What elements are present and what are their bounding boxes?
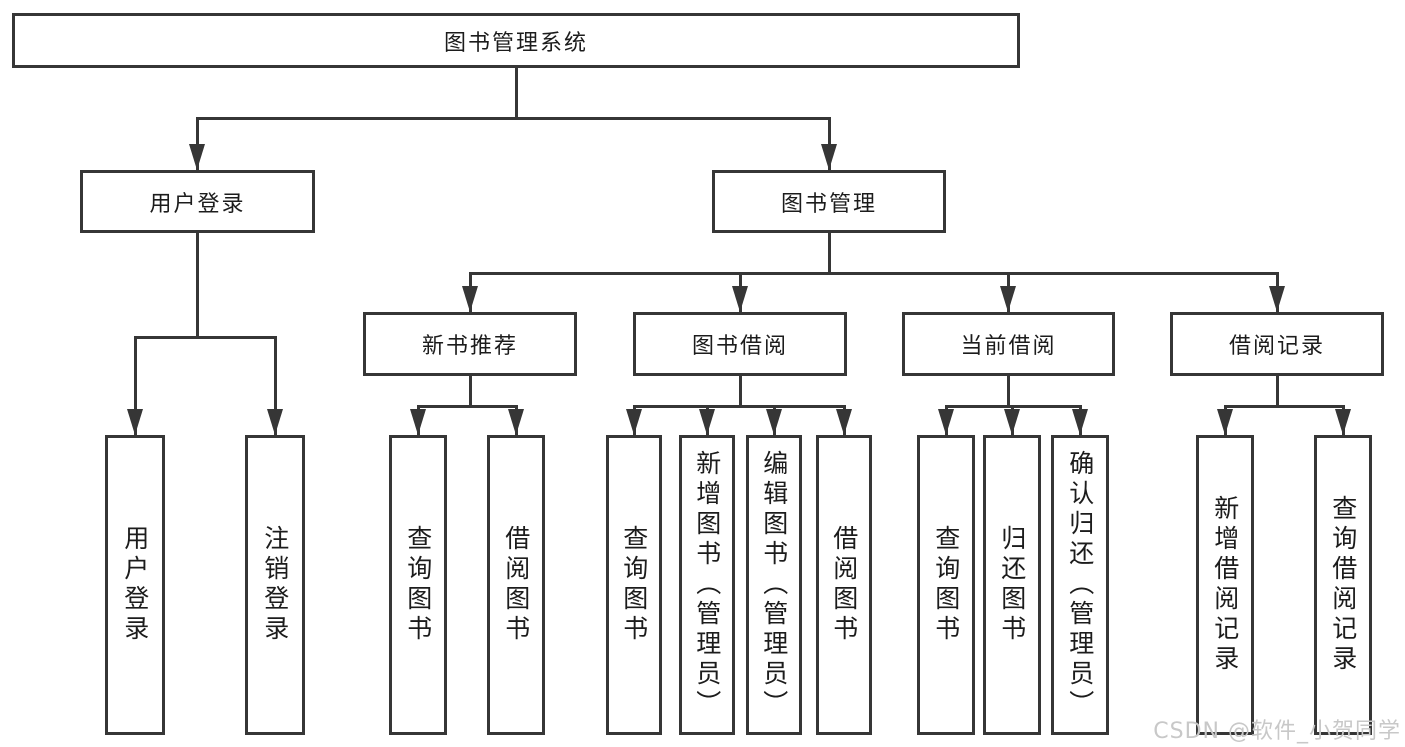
- connector-vline: [1007, 376, 1010, 406]
- leaf-borrow-books: 借阅图书: [816, 435, 872, 735]
- connector-hline: [633, 405, 846, 408]
- arrowhead-down-icon: [699, 409, 715, 435]
- arrowhead-down-icon: [821, 144, 837, 170]
- arrowhead-down-icon: [1217, 409, 1233, 435]
- leaf-label: 新增图书（管理员）: [692, 450, 722, 720]
- node-label: 图书借阅: [691, 334, 788, 359]
- node-label: 当前借阅: [960, 334, 1057, 359]
- node-label: 新书推荐: [421, 334, 518, 359]
- arrowhead-down-icon: [1072, 409, 1088, 435]
- leaf-logout: 注销登录: [245, 435, 305, 735]
- connector-hline: [945, 405, 1082, 408]
- node-borrow-records: 借阅记录: [1170, 312, 1384, 376]
- node-new-book-recommend: 新书推荐: [363, 312, 577, 376]
- leaf-add-borrow-record: 新增借阅记录: [1196, 435, 1254, 735]
- leaf-label: 归还图书: [997, 525, 1027, 645]
- leaf-label: 查询图书: [619, 525, 649, 645]
- arrowhead-down-icon: [1000, 286, 1016, 312]
- arrowhead-down-icon: [732, 286, 748, 312]
- leaf-label: 查询图书: [403, 525, 433, 645]
- arrowhead-down-icon: [1004, 409, 1020, 435]
- arrowhead-down-icon: [1335, 409, 1351, 435]
- watermark: CSDN @软件_小贺同学: [1153, 719, 1401, 744]
- leaf-label: 借阅图书: [501, 525, 531, 645]
- arrowhead-down-icon: [626, 409, 642, 435]
- leaf-query-books-recommend: 查询图书: [389, 435, 447, 735]
- node-book-management: 图书管理: [712, 170, 946, 233]
- connector-vline: [828, 233, 831, 273]
- connector-vline: [515, 68, 518, 118]
- leaf-label: 新增借阅记录: [1210, 495, 1240, 675]
- connector-hline: [196, 117, 831, 120]
- leaf-label: 查询图书: [931, 525, 961, 645]
- leaf-label: 编辑图书（管理员）: [759, 450, 789, 720]
- connector-hline: [134, 336, 277, 339]
- leaf-edit-book-admin: 编辑图书（管理员）: [746, 435, 802, 735]
- node-label: 借阅记录: [1228, 334, 1325, 359]
- leaf-return-book: 归还图书: [983, 435, 1041, 735]
- leaf-label: 用户登录: [120, 525, 150, 645]
- leaf-label: 注销登录: [260, 525, 290, 645]
- arrowhead-down-icon: [410, 409, 426, 435]
- node-library-system: 图书管理系统: [12, 13, 1020, 68]
- node-label: 用户登录: [149, 191, 246, 217]
- leaf-label: 确认归还（管理员）: [1065, 450, 1095, 720]
- arrowhead-down-icon: [267, 409, 283, 435]
- connector-hline: [417, 405, 518, 408]
- arrowhead-down-icon: [127, 409, 143, 435]
- connector-vline: [739, 376, 742, 406]
- leaf-query-borrow-record: 查询借阅记录: [1314, 435, 1372, 735]
- leaf-user-login: 用户登录: [105, 435, 165, 735]
- arrowhead-down-icon: [508, 409, 524, 435]
- node-label: 图书管理系统: [443, 30, 588, 56]
- node-current-borrow: 当前借阅: [902, 312, 1115, 376]
- arrowhead-down-icon: [836, 409, 852, 435]
- arrowhead-down-icon: [462, 286, 478, 312]
- leaf-add-book-admin: 新增图书（管理员）: [679, 435, 735, 735]
- connector-vline: [134, 337, 137, 435]
- node-user-login: 用户登录: [80, 170, 315, 233]
- node-book-borrow: 图书借阅: [633, 312, 847, 376]
- arrowhead-down-icon: [189, 144, 205, 170]
- leaf-borrow-books-recommend: 借阅图书: [487, 435, 545, 735]
- arrowhead-down-icon: [1269, 286, 1285, 312]
- connector-hline: [1224, 405, 1345, 408]
- connector-hline: [469, 272, 1279, 275]
- leaf-confirm-return-admin: 确认归还（管理员）: [1051, 435, 1109, 735]
- arrowhead-down-icon: [938, 409, 954, 435]
- connector-vline: [196, 233, 199, 337]
- node-label: 图书管理: [780, 191, 877, 217]
- leaf-query-books-current: 查询图书: [917, 435, 975, 735]
- connector-vline: [274, 337, 277, 435]
- connector-vline: [1276, 376, 1279, 406]
- leaf-label: 查询借阅记录: [1328, 495, 1358, 675]
- arrowhead-down-icon: [766, 409, 782, 435]
- leaf-label: 借阅图书: [829, 525, 859, 645]
- leaf-query-books-borrow: 查询图书: [606, 435, 662, 735]
- connector-vline: [469, 376, 472, 406]
